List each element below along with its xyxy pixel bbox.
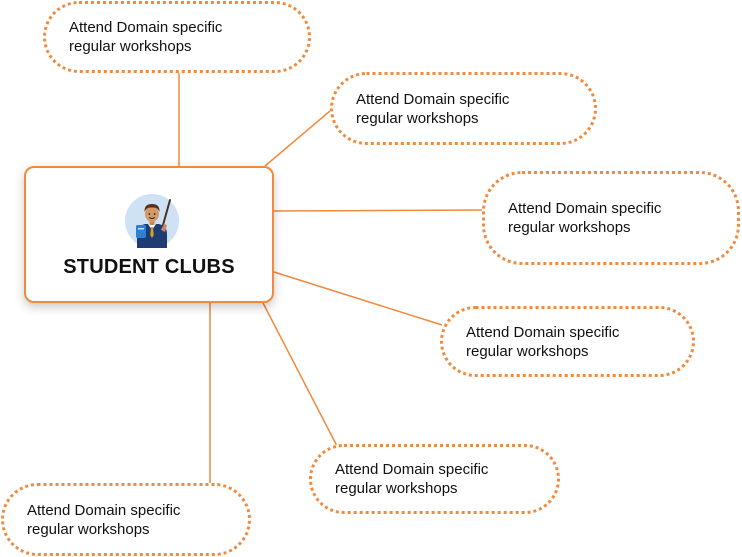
node-bubble-1: Attend Domain specific regular workshops: [43, 1, 311, 73]
center-node: STUDENT CLUBS: [24, 166, 274, 303]
node-4-line-1: Attend Domain specific: [466, 323, 620, 341]
connector-line-5: [262, 302, 338, 447]
node-bubble-2: Attend Domain specific regular workshops: [330, 72, 597, 145]
node-6-line-2: regular workshops: [27, 520, 150, 538]
node-bubble-3: Attend Domain specific regular workshops: [482, 171, 740, 265]
node-5-line-2: regular workshops: [335, 480, 458, 497]
node-bubble-6: Attend Domain specific regular workshops: [1, 483, 251, 556]
node-bubble-4: Attend Domain specific regular workshops: [440, 306, 695, 377]
node-5-line-1: Attend Domain specific: [335, 461, 489, 478]
node-bubble-5: Attend Domain specific regular workshops: [309, 444, 560, 514]
connector-line-3: [273, 209, 483, 212]
node-2-line-2: regular workshops: [356, 109, 479, 127]
node-4-line-2: regular workshops: [466, 342, 589, 360]
connector-line-2: [264, 110, 331, 167]
node-1-line-1: Attend Domain specific: [69, 19, 223, 36]
center-title: STUDENT CLUBS: [63, 256, 235, 278]
connector-line-4: [273, 271, 443, 326]
teacher-with-pointer-icon: [125, 194, 179, 248]
node-1-line-2: regular workshops: [69, 38, 192, 55]
node-2-line-1: Attend Domain specific: [356, 90, 510, 108]
node-6-line-1: Attend Domain specific: [27, 501, 181, 519]
node-3-line-2: regular workshops: [508, 219, 631, 236]
node-3-line-1: Attend Domain specific: [508, 200, 662, 217]
